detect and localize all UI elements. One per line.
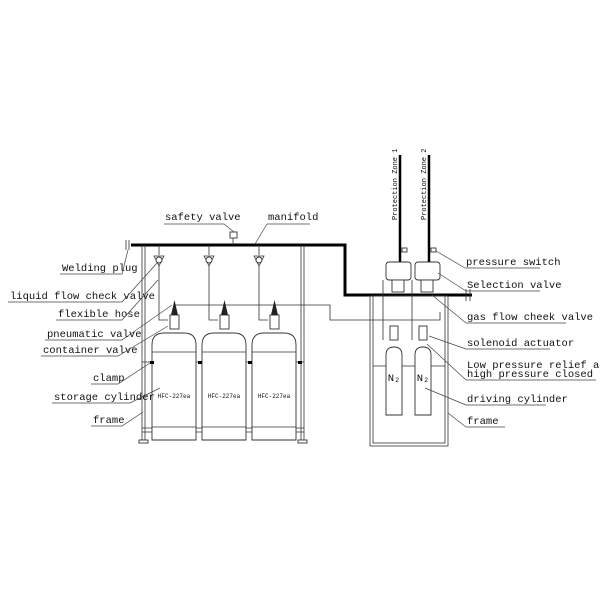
label-selection-valve: Selection valve [467,280,562,292]
zone-2-label: Protection Zone 2 [421,149,429,220]
label-welding-plug: Welding plug [62,263,138,275]
storage-cylinder: HFC-227ea [198,300,247,441]
label-driving-cylinder: driving cylinder [467,394,568,406]
zone-1-label: Protection Zone 1 [392,149,400,220]
label-gas-flow-check-valve: gas flow cheek valve [467,312,593,324]
safety-valve [229,231,238,245]
pressure-switch [401,247,408,253]
n2-label: N₂ [388,373,401,385]
zone-pipes: Protection Zone 1 Protection Zone 2 [392,149,437,265]
driving-cylinder: N₂ [414,325,432,416]
right-labels: pressure switch Selection valve gas flow… [424,250,600,428]
label-right-frame: frame [467,416,499,428]
label-clamp: clamp [93,373,125,385]
driving-cylinders: N₂ N₂ [385,325,432,416]
label-relief-valve-line1: Low pressure relief and [467,360,600,372]
driving-frame [369,280,449,447]
check-valves-and-hoses [153,245,268,321]
selection-valves [385,261,441,293]
pilot-line [175,304,441,321]
label-manifold: manifold [268,212,318,224]
label-flexible-hose: flexible hose [58,309,140,321]
label-storage-cylinder: storage cylinder [54,392,155,404]
label-safety-valve: safety valve [165,212,241,224]
label-container-valve: container valve [43,345,138,357]
pressure-switch [430,247,437,253]
n2-label: N₂ [417,373,430,385]
label-frame: frame [93,415,125,427]
cylinder-label: HFC-227ea [258,393,291,400]
driving-cylinder: N₂ [385,325,403,416]
label-pressure-switch: pressure switch [466,257,561,269]
cylinder-label: HFC-227ea [208,393,241,400]
storage-cylinder: HFC-227ea [248,300,302,441]
cylinder-label: HFC-227ea [158,393,191,400]
label-solenoid-actuator: solenoid actuator [467,338,574,350]
left-labels: safety valve manifold Welding plug liqui… [8,212,318,427]
storage-cylinders: HFC-227ea HFC-227ea HFC-227ea [150,300,302,441]
storage-cylinder: HFC-227ea [150,300,197,441]
label-relief-valve-line2: high pressure closed valve [467,369,600,381]
label-pneumatic-valve: pneumatic valve [47,329,142,341]
label-liquid-flow-check-valve: liquid flow check valve [10,291,155,303]
